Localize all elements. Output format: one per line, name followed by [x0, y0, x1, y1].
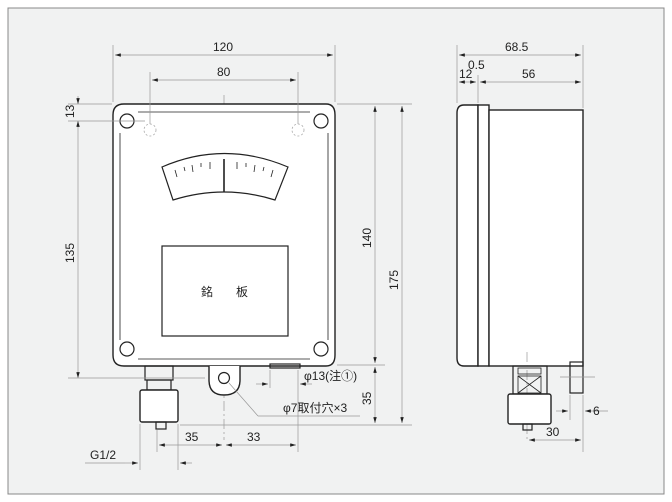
svg-text:φ7取付穴×3: φ7取付穴×3: [283, 400, 347, 415]
case-body: [488, 109, 584, 367]
svg-text:6: 6: [593, 404, 600, 418]
mount-hole: [313, 113, 329, 129]
svg-text:80: 80: [217, 65, 231, 79]
svg-text:0.5: 0.5: [468, 58, 485, 72]
hidden-hole: [291, 123, 305, 137]
mount-hole: [119, 341, 135, 357]
mount-lug: [208, 366, 241, 396]
svg-text:G1/2: G1/2: [90, 448, 116, 462]
outlet: [269, 363, 301, 369]
svg-text:12: 12: [459, 67, 473, 81]
mount-hole: [313, 341, 329, 357]
svg-text:φ13(注①): φ13(注①): [304, 368, 357, 383]
side-view: [456, 104, 595, 440]
svg-text:120: 120: [213, 40, 233, 54]
svg-text:135: 135: [63, 243, 77, 263]
nameplate-label: 銘: [201, 284, 213, 299]
front-dimensions: 120 80 13 135 140 175 35 35 33 G1/2 φ13(…: [63, 40, 412, 470]
front-view: 銘 板: [112, 95, 336, 440]
hidden-hole: [143, 123, 157, 137]
pressure-fitting: [139, 389, 179, 423]
mount-tab: [569, 361, 584, 394]
svg-text:56: 56: [522, 67, 536, 81]
svg-text:68.5: 68.5: [505, 40, 529, 54]
svg-text:33: 33: [247, 430, 261, 444]
side-dimensions: 68.5 0.5 12 56 6 30: [456, 40, 608, 452]
svg-text:140: 140: [360, 228, 374, 248]
case-outline: [112, 103, 336, 367]
svg-text:30: 30: [546, 425, 560, 439]
svg-text:13: 13: [63, 104, 77, 118]
nameplate-label: 板: [236, 285, 248, 299]
svg-text:175: 175: [387, 270, 401, 290]
svg-text:35: 35: [185, 430, 199, 444]
nameplate: [161, 245, 289, 337]
svg-text:35: 35: [360, 391, 374, 405]
cover-flange: [456, 104, 479, 367]
meter-dial: [161, 152, 289, 201]
